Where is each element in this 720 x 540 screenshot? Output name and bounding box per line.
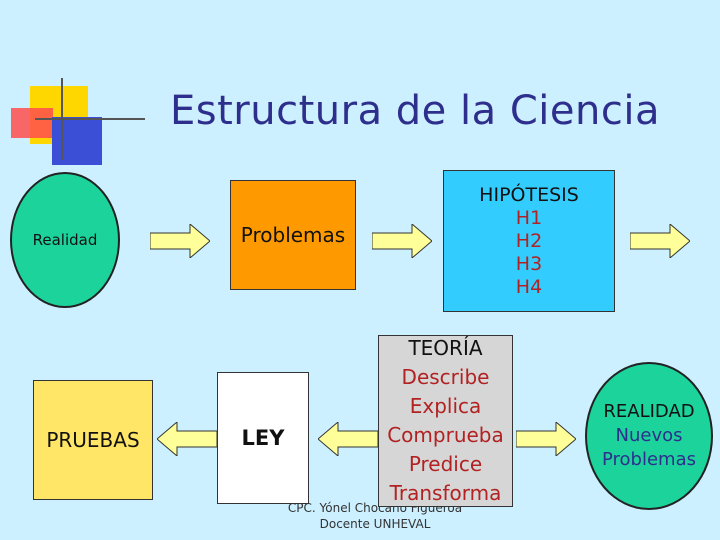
problemas-label: Problemas <box>240 223 346 247</box>
hipotesis-h4: H4 <box>515 275 543 298</box>
teoria-predice: Predice <box>408 452 483 476</box>
arrow-pruebas-ley <box>157 422 217 456</box>
logo-horizontal-line <box>35 118 145 120</box>
teoria-comprueba: Comprueba <box>387 423 504 447</box>
realidad-final-circle: REALIDAD Nuevos Problemas <box>585 362 713 510</box>
pruebas-box: PRUEBAS <box>33 380 153 500</box>
hipotesis-heading: HIPÓTESIS <box>479 183 579 206</box>
footer-institution: Docente UNHEVAL <box>319 517 431 531</box>
hipotesis-h1: H1 <box>515 206 543 229</box>
teoria-box: TEORÍA Describe Explica Comprueba Predic… <box>378 335 513 507</box>
teoria-describe: Describe <box>401 365 490 389</box>
hipotesis-h2: H2 <box>515 229 543 252</box>
realidad-final-problemas: Problemas <box>602 449 696 470</box>
teoria-transforma: Transforma <box>389 481 502 505</box>
arrow-teoria-realidad <box>516 422 576 456</box>
hipotesis-box: HIPÓTESIS H1 H2 H3 H4 <box>443 170 615 312</box>
teoria-explica: Explica <box>409 394 482 418</box>
realidad-final-heading: REALIDAD <box>603 401 695 422</box>
logo-red-square <box>11 108 53 138</box>
slide-title: Estructura de la Ciencia <box>170 88 660 134</box>
realidad-final-nuevos: Nuevos <box>615 425 683 446</box>
ley-box: LEY <box>217 372 309 504</box>
arrow-problemas-hipotesis <box>372 224 432 258</box>
realidad-circle: Realidad <box>10 172 120 308</box>
hipotesis-h3: H3 <box>515 252 543 275</box>
arrow-teoria-ley <box>318 422 378 456</box>
ley-label: LEY <box>241 426 285 450</box>
arrow-hipotesis-out <box>630 224 690 258</box>
arrow-realidad-problemas <box>150 224 210 258</box>
teoria-heading: TEORÍA <box>408 336 483 360</box>
realidad-label: Realidad <box>32 231 98 249</box>
logo-blue-square <box>52 117 102 165</box>
problemas-box: Problemas <box>230 180 356 290</box>
pruebas-label: PRUEBAS <box>46 428 140 452</box>
